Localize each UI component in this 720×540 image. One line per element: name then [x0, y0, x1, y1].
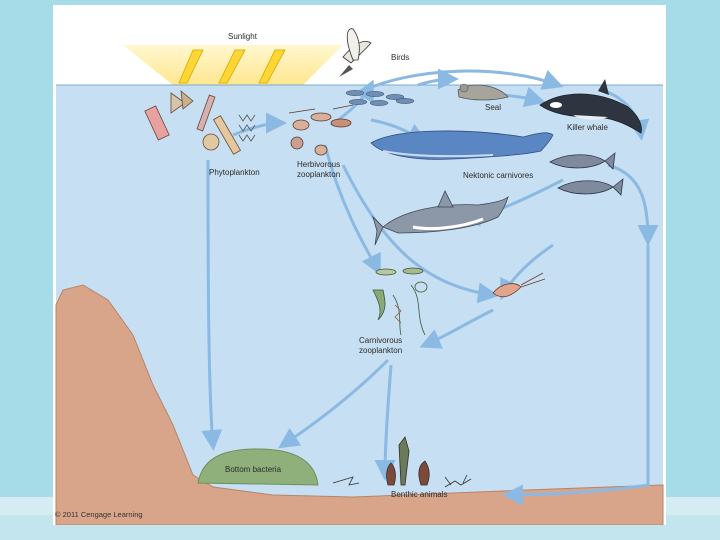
label-carnivorous-zooplankton-line2: zooplankton [359, 346, 402, 355]
label-sunlight: Sunlight [228, 32, 257, 41]
food-web-figure: Sunlight Birds Seal Killer whale Phytopl… [53, 5, 666, 525]
food-web-diagram [53, 5, 666, 525]
label-nektonic-carnivores: Nektonic carnivores [463, 171, 533, 180]
label-birds: Birds [391, 53, 409, 62]
label-killer-whale: Killer whale [567, 123, 608, 132]
label-phytoplankton: Phytoplankton [209, 168, 260, 177]
label-carnivorous-zooplankton-line1: Carnivorous [359, 336, 402, 345]
label-herbivorous-zooplankton-line2: zooplankton [297, 170, 340, 179]
label-bottom-bacteria: Bottom bacteria [225, 465, 281, 474]
label-herbivorous-zooplankton-line1: Herbivorous [297, 160, 340, 169]
label-benthic-animals: Benthic animals [391, 490, 447, 499]
copyright-notice: © 2011 Cengage Learning [55, 510, 143, 519]
label-seal: Seal [485, 103, 501, 112]
